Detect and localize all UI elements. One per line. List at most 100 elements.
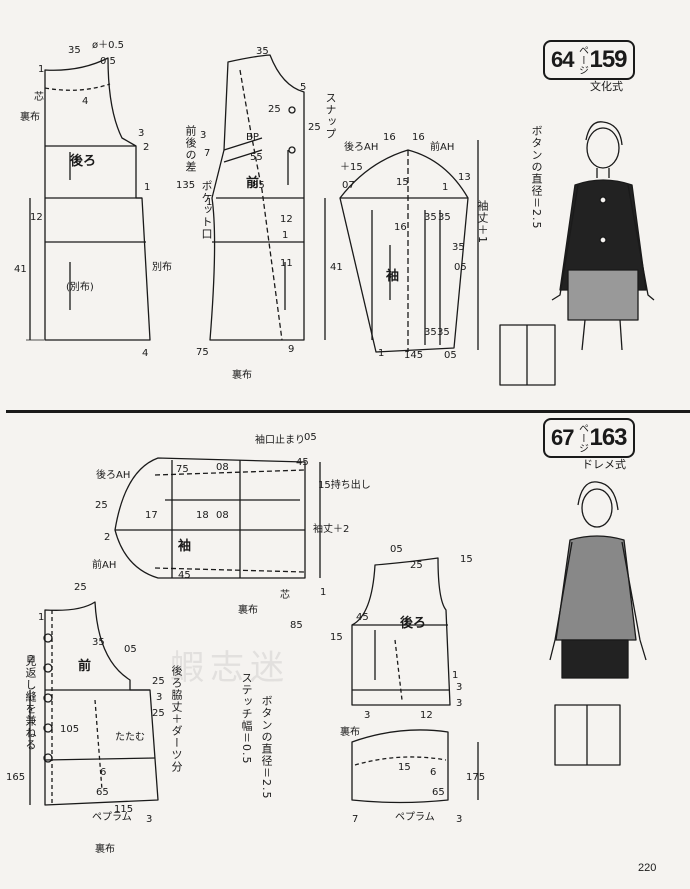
measurement-label: 25 bbox=[308, 122, 321, 133]
sleeve-pattern-top bbox=[339, 140, 479, 353]
measurement-label: 3 bbox=[146, 814, 152, 825]
back-bodice-pattern-bottom bbox=[351, 557, 451, 706]
measurement-label: 25 bbox=[152, 708, 165, 719]
measurement-label: 7 bbox=[204, 148, 210, 159]
measurement-label: 35 bbox=[424, 327, 437, 338]
measurement-label: 3 bbox=[364, 710, 370, 721]
measurement-label: 45 bbox=[296, 457, 309, 468]
measurement-label: 3 bbox=[138, 128, 144, 139]
measurement-label: 15 bbox=[330, 632, 343, 643]
label-lining-3: 裏布 bbox=[238, 603, 258, 616]
label-front: 前 bbox=[246, 175, 259, 191]
measurement-label: 25 bbox=[152, 676, 165, 687]
label-sleeve: 袖 bbox=[386, 268, 399, 284]
measurement-label: 25 bbox=[410, 560, 423, 571]
measurement-label: 35 bbox=[68, 45, 81, 56]
measurement-label: 08 bbox=[216, 510, 229, 521]
label-ease: 15持ち出し bbox=[318, 478, 371, 491]
front-bodice-pattern bbox=[209, 54, 326, 341]
label-core-2: 芯 bbox=[280, 588, 290, 601]
measurement-label: 15 bbox=[396, 177, 409, 188]
label-bp: BP bbox=[246, 132, 259, 143]
measurement-label: 1 bbox=[144, 182, 150, 193]
front-back-diff-label: 前後の差 bbox=[184, 125, 197, 173]
measurement-label: 05 bbox=[390, 544, 403, 555]
measurement-label: 05 bbox=[124, 644, 137, 655]
measurement-label: 11 bbox=[280, 258, 293, 269]
label-separate-paren: (別布) bbox=[66, 281, 94, 293]
measurement-label: 1 bbox=[38, 612, 44, 623]
page-ref-badge-bottom: 67 ページ 163 bbox=[543, 418, 635, 458]
back-bodice-pattern bbox=[26, 57, 151, 341]
model-illustration-top bbox=[499, 121, 655, 386]
measurement-label: 13 bbox=[458, 172, 471, 183]
measurement-label: 07 bbox=[342, 180, 355, 191]
measurement-label: 35 bbox=[256, 46, 269, 57]
measurement-label: 135 bbox=[176, 180, 195, 191]
measurement-label: 08 bbox=[216, 462, 229, 473]
snap-label: スナップ bbox=[324, 92, 337, 140]
side-tuck-note: 後ろ脇丈＋ダーツ分 bbox=[170, 665, 183, 773]
measurement-label: 85 bbox=[252, 180, 265, 191]
label-back-2: 後ろ bbox=[400, 615, 426, 631]
measurement-label: 35 bbox=[92, 637, 105, 648]
measurement-label: 25 bbox=[95, 500, 108, 511]
measurement-label: 0.5 bbox=[100, 56, 116, 67]
measurement-label: 3 bbox=[456, 698, 462, 709]
measurement-label: 05 bbox=[304, 432, 317, 443]
measurement-label: 41 bbox=[330, 262, 343, 273]
label-lining-5: 裏布 bbox=[340, 725, 360, 738]
measurement-label: ø＋0.5 bbox=[92, 40, 124, 51]
measurement-label: 85 bbox=[290, 620, 303, 631]
measurement-label: 15 bbox=[460, 554, 473, 565]
measurement-label: 25 bbox=[268, 104, 281, 115]
label-sleeve-2: 袖 bbox=[178, 538, 191, 554]
badge-ref-number-2: 163 bbox=[589, 424, 627, 451]
style-name-bottom: ドレメ式 bbox=[582, 458, 626, 471]
sleeve-pattern-bottom bbox=[114, 457, 321, 579]
measurement-label: 35 bbox=[437, 327, 450, 338]
label-front-2: 前 bbox=[78, 658, 91, 674]
measurement-label: 65 bbox=[96, 787, 109, 798]
label-cuff-finish: 袖口止まり bbox=[255, 433, 305, 446]
label-lining: 裏布 bbox=[20, 110, 40, 123]
measurement-label: 105 bbox=[60, 724, 79, 735]
measurement-label: 12 bbox=[30, 212, 43, 223]
label-front-ah-2: 前AH bbox=[92, 558, 116, 571]
measurement-label: 3 bbox=[456, 682, 462, 693]
label-tuck: たたむ bbox=[115, 731, 145, 743]
label-back-ah-2: 後ろAH bbox=[96, 468, 130, 481]
measurement-label: 2 bbox=[104, 532, 110, 543]
measurement-label: 16 bbox=[383, 132, 396, 143]
measurement-label: 25 bbox=[74, 582, 87, 593]
measurement-label: 2 bbox=[28, 654, 34, 665]
measurement-label: 115 bbox=[114, 804, 133, 815]
measurement-label: 175 bbox=[466, 772, 485, 783]
badge-unit-2: ページ bbox=[576, 423, 588, 453]
label-separate: 別布 bbox=[152, 261, 172, 273]
measurement-label: 75 bbox=[176, 464, 189, 475]
measurement-label: 75 bbox=[196, 347, 209, 358]
style-name-top: 文化式 bbox=[590, 80, 623, 93]
measurement-label: 1 bbox=[206, 197, 212, 208]
measurement-label: 1 bbox=[442, 182, 448, 193]
front-bodice-pattern-bottom bbox=[29, 601, 159, 806]
label-front-ah: 前AH bbox=[430, 140, 454, 153]
measurement-label: 45 bbox=[356, 612, 369, 623]
badge-page-number: 64 bbox=[551, 47, 575, 72]
measurement-label: 16 bbox=[412, 132, 425, 143]
measurement-label: 35 bbox=[438, 212, 451, 223]
measurement-label: 65 bbox=[432, 787, 445, 798]
measurement-label: 4 bbox=[82, 96, 88, 107]
button-diameter-note-top: ボタンの直径＝2.5 bbox=[530, 125, 543, 230]
button-diameter-note-bottom: ボタンの直径＝2.5 bbox=[260, 695, 273, 800]
measurement-label: 18 bbox=[196, 510, 209, 521]
measurement-label: 35 bbox=[452, 242, 465, 253]
measurement-label: 05 bbox=[454, 262, 467, 273]
measurement-label: 3 bbox=[200, 130, 206, 141]
measurement-label: 1 bbox=[38, 64, 44, 75]
page-ref-badge-top: 64 ページ 159 bbox=[543, 40, 635, 80]
section-divider bbox=[6, 410, 690, 413]
